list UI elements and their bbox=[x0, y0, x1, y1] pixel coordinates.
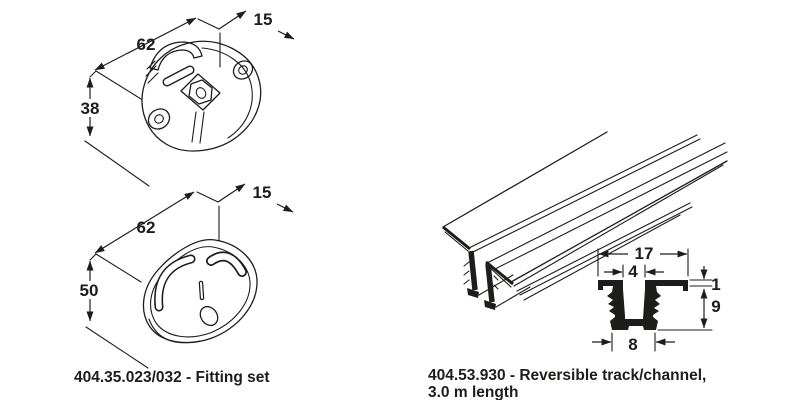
pin-core bbox=[163, 66, 194, 86]
track-slot-edge bbox=[486, 142, 726, 264]
track-near-edge-2 bbox=[513, 164, 724, 287]
dim-arrow-depth-far bbox=[218, 10, 247, 30]
screw-hole bbox=[232, 60, 254, 80]
screw-hole bbox=[147, 108, 171, 130]
track-profile-solid bbox=[598, 280, 688, 330]
finger-hole bbox=[199, 305, 219, 327]
dim-label-depth: 15 bbox=[254, 10, 273, 29]
extension-line bbox=[95, 253, 142, 283]
track-slot-edge bbox=[468, 134, 698, 249]
track-caption-line2: 3.0 m length bbox=[428, 384, 518, 400]
cover-plate-dimensions: 62 15 50 bbox=[80, 183, 294, 369]
cover-plate-drawing bbox=[142, 239, 258, 344]
long-slot-core bbox=[155, 256, 194, 310]
dim-label-depth: 15 bbox=[253, 183, 272, 202]
cover-plate-view: 62 15 50 bbox=[80, 183, 294, 369]
screw-hole-center bbox=[154, 114, 164, 124]
dim-label-flange-thickness: 1 bbox=[711, 275, 720, 294]
dim-arrow-depth-far bbox=[217, 183, 246, 203]
barb bbox=[463, 270, 470, 276]
barbed-leg bbox=[485, 263, 495, 303]
slit-core bbox=[200, 282, 203, 299]
extension-line bbox=[89, 253, 97, 261]
track-slot-edge bbox=[472, 138, 701, 253]
leg-foot bbox=[484, 300, 496, 310]
extension-line bbox=[84, 140, 150, 187]
extension-line bbox=[85, 326, 149, 369]
barb bbox=[463, 279, 470, 285]
hook-inner-arc bbox=[157, 49, 195, 71]
track-side-line bbox=[516, 202, 691, 292]
dim-arrow-depth-near bbox=[276, 203, 294, 213]
cross-section-dimensions: 17 4 1 9 8 bbox=[592, 244, 721, 354]
hook-end bbox=[193, 55, 203, 59]
rib-line bbox=[199, 111, 205, 144]
hook-plate-dimensions: 62 15 38 bbox=[81, 10, 295, 187]
track-3d-drawing bbox=[442, 131, 728, 310]
hook-end bbox=[149, 67, 159, 71]
leg-foot bbox=[467, 288, 479, 298]
dim-arrow-depth-near bbox=[277, 30, 295, 40]
plate-inner-contour bbox=[201, 47, 253, 139]
dim-label-depth: 9 bbox=[711, 297, 720, 316]
dim-line-width bbox=[94, 17, 197, 71]
nut-hole bbox=[195, 87, 207, 99]
foot-receding-edge bbox=[478, 274, 514, 296]
ridge-line bbox=[145, 65, 157, 77]
end-face-underside bbox=[487, 265, 512, 288]
track-side-line bbox=[523, 214, 681, 301]
hex-nut bbox=[188, 79, 213, 105]
end-face-far bbox=[442, 225, 471, 251]
barbed-leg bbox=[468, 250, 478, 291]
dim-line-width bbox=[94, 191, 195, 254]
cover-bottom-lip bbox=[148, 318, 201, 344]
dim-label-width: 62 bbox=[137, 35, 156, 54]
barb bbox=[463, 261, 470, 267]
fitting-set-caption: 404.35.023/032 - Fitting set bbox=[74, 369, 270, 386]
hook-plate-view: 62 15 38 bbox=[81, 10, 295, 187]
track-near-edge bbox=[510, 160, 728, 283]
dim-label-overall-width: 17 bbox=[635, 244, 654, 263]
ridge-line bbox=[146, 60, 156, 70]
dim-label-slot-width: 4 bbox=[628, 262, 638, 281]
extension-line bbox=[89, 70, 97, 78]
dim-label-width: 62 bbox=[137, 218, 156, 237]
track-cross-section: 17 4 1 9 8 bbox=[592, 244, 721, 354]
track-far-edge bbox=[442, 131, 608, 228]
rib-line bbox=[191, 111, 197, 143]
barb bbox=[493, 275, 499, 281]
ridge-line bbox=[147, 72, 159, 84]
track-flange-edge bbox=[494, 151, 728, 270]
extension-line bbox=[95, 70, 142, 100]
boss-plate bbox=[180, 73, 221, 111]
dim-label-base-width: 8 bbox=[628, 335, 637, 354]
dim-label-height: 50 bbox=[80, 281, 99, 300]
extension-line bbox=[196, 191, 219, 203]
crescent-slot-core bbox=[207, 253, 246, 276]
foot-receding-edge bbox=[495, 286, 531, 308]
hook-outer-arc bbox=[149, 41, 203, 69]
dim-label-height: 38 bbox=[81, 99, 100, 118]
extension-line bbox=[197, 18, 220, 30]
hook-plate-drawing bbox=[141, 40, 262, 152]
track-caption-line1: 404.53.930 - Reversible track/channel, bbox=[428, 367, 706, 384]
screw-hole-center bbox=[238, 65, 248, 75]
end-face-underside bbox=[444, 231, 469, 252]
